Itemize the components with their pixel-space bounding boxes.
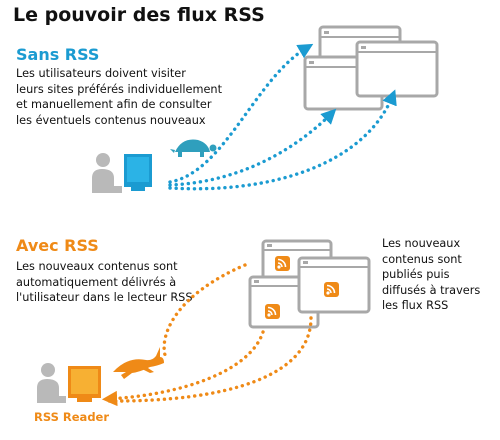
with-rss-description: Les nouveaux contenus sont automatiqueme… (16, 260, 193, 305)
rss-feed-icon (265, 304, 280, 319)
page-title: Le pouvoir des flux RSS (13, 4, 265, 26)
without-rss-description: Les utilisateurs doivent visiter leurs s… (16, 67, 223, 127)
monitor-icon (124, 154, 152, 191)
without-rss-heading: Sans RSS (16, 45, 100, 64)
rss-feed-icon (275, 256, 290, 271)
without-rss-arrows (168, 43, 397, 191)
with-rss-arrows (101, 263, 313, 407)
browser-window-icon (355, 40, 439, 98)
hare-icon (113, 347, 164, 379)
publish-note: Les nouveaux contenus sont publiés puis … (382, 237, 481, 313)
rss-feed-icon (324, 282, 339, 297)
turtle-icon (170, 139, 217, 157)
user-icon (37, 363, 66, 403)
with-rss-heading: Avec RSS (16, 236, 99, 255)
user-icon (92, 153, 122, 193)
monitor-icon (68, 366, 101, 402)
rss-reader-label: RSS Reader (34, 410, 110, 424)
